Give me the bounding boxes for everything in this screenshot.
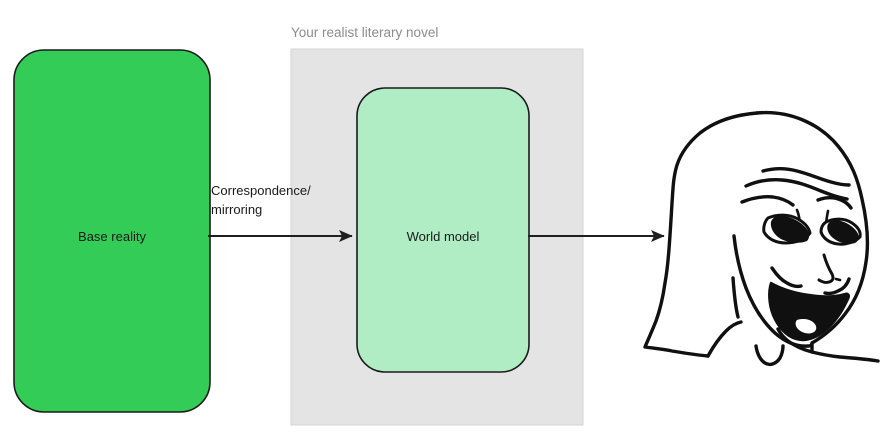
node-world-model[interactable] <box>356 87 530 373</box>
wojak-face-icon <box>643 110 880 367</box>
node-base-reality[interactable] <box>13 49 211 413</box>
